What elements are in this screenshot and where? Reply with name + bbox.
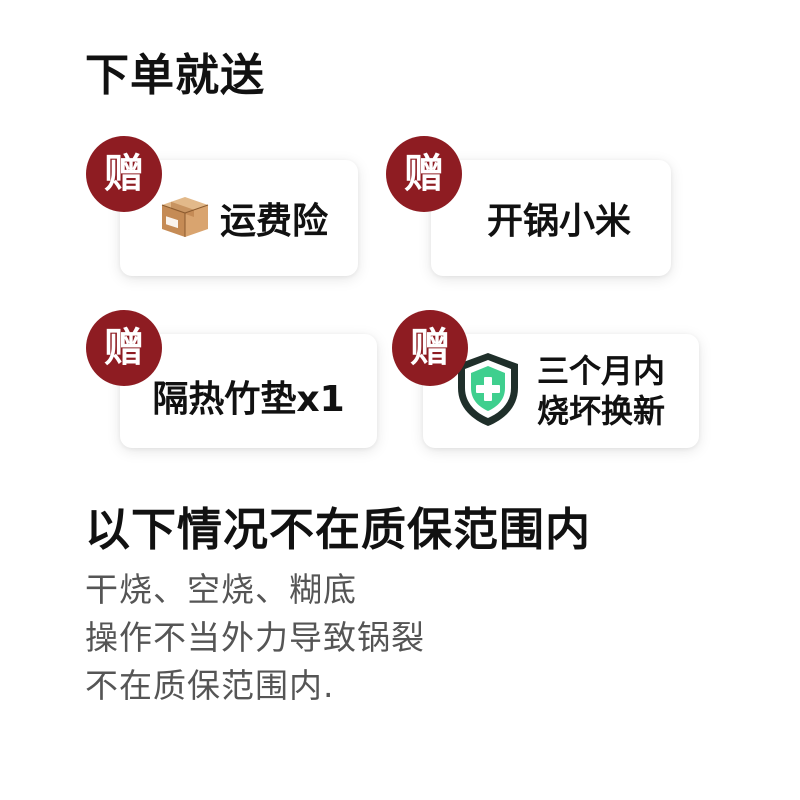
gift-label: 隔热竹垫x1	[152, 379, 345, 420]
shield-plus-icon	[453, 350, 523, 432]
gift-badge: 赠	[392, 310, 468, 386]
gift-badge: 赠	[86, 310, 162, 386]
gift-badge: 赠	[386, 136, 462, 212]
gift-label: 运费险	[219, 201, 328, 242]
warranty-line: 不在质保范围内.	[85, 666, 335, 705]
gift-label-line2: 烧坏换新	[536, 392, 665, 430]
gift-card-replacement: 三个月内 烧坏换新	[423, 334, 699, 448]
gift-card-shipping-insurance: 运费险	[120, 160, 358, 276]
gift-badge: 赠	[86, 136, 162, 212]
warranty-line: 操作不当外力导致锅裂	[85, 618, 425, 657]
warranty-heading: 以下情况不在质保范围内	[85, 503, 592, 556]
package-box-icon	[156, 191, 214, 245]
gift-label-line1: 三个月内	[536, 352, 665, 390]
warranty-line: 干烧、空烧、糊底	[85, 570, 357, 609]
gift-label: 开锅小米	[486, 201, 631, 242]
page-title: 下单就送	[85, 50, 265, 101]
gift-card-rice: 开锅小米	[431, 160, 671, 276]
gift-card-bamboo-mat: 隔热竹垫x1	[120, 334, 377, 448]
gift-label-two-line: 三个月内 烧坏换新	[537, 351, 665, 431]
